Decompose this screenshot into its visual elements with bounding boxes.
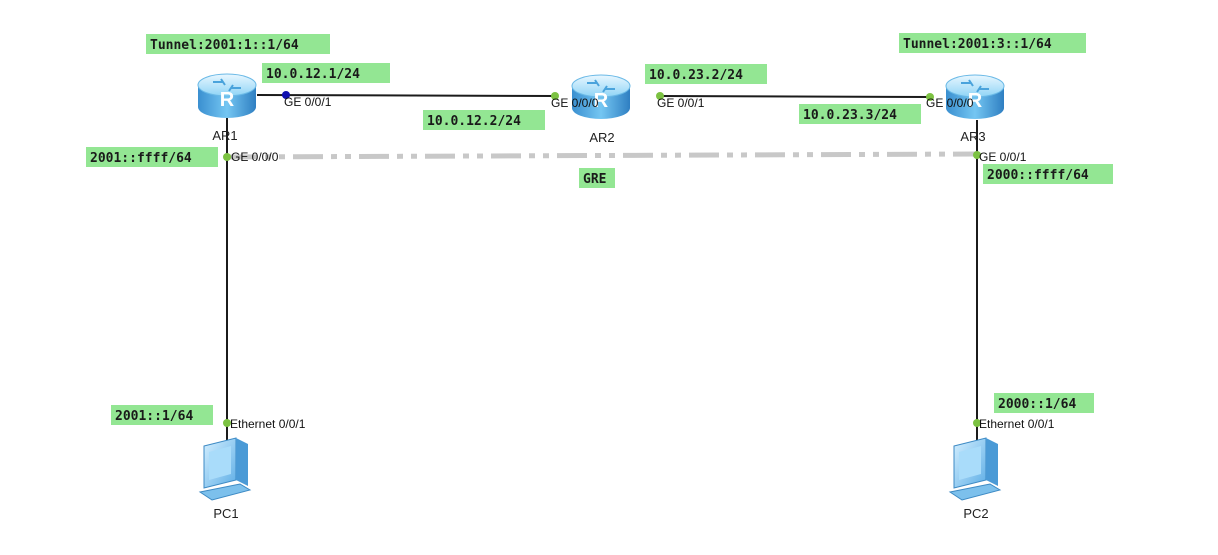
tag-text: 10.0.12.2/24 [427, 114, 521, 129]
tag-ar1-ge001-ip: 10.0.12.1/24 [262, 63, 390, 83]
pc-icon [199, 437, 251, 501]
port-label-ar1-ge001: GE 0/0/1 [284, 95, 332, 109]
port-dot-pc1-eth [223, 419, 231, 427]
tag-text: 10.0.23.3/24 [803, 108, 897, 123]
tag-text: 2000::ffff/64 [987, 168, 1089, 183]
port-dot-ar3-ge000 [926, 93, 934, 101]
tag-text: 2001::ffff/64 [90, 151, 192, 166]
device-name-ar2: AR2 [589, 130, 614, 145]
port-label-pc1-eth: Ethernet 0/0/1 [230, 417, 306, 431]
pc-pc2[interactable]: PC2 [949, 437, 1001, 521]
link-ar2-ar3[interactable] [658, 95, 931, 98]
router-icon [197, 73, 257, 119]
device-name-ar1: AR1 [212, 128, 237, 143]
tag-text: 10.0.23.2/24 [649, 68, 743, 83]
tag-ar3-ge001-ip: 2000::ffff/64 [983, 164, 1113, 184]
tag-text: GRE [583, 172, 606, 187]
router-ar3[interactable]: AR3 [945, 74, 1005, 144]
port-dot-ar2-ge001 [656, 92, 664, 100]
port-dot-ar2-ge000 [551, 92, 559, 100]
tag-ar3-tunnel: Tunnel:2001:3::1/64 [899, 33, 1086, 53]
tag-ar2-ge001-ip: 10.0.23.2/24 [645, 64, 767, 84]
tag-ar1-tunnel: Tunnel:2001:1::1/64 [146, 34, 330, 54]
tag-text: 10.0.12.1/24 [266, 67, 360, 82]
pc-icon [949, 437, 1001, 501]
gre-tunnel-line [226, 151, 978, 160]
tag-text: Tunnel:2001:1::1/64 [150, 38, 299, 53]
port-label-ar3-ge000: GE 0/0/0 [926, 96, 974, 110]
device-name-pc2: PC2 [963, 506, 988, 521]
tag-pc2-ip: 2000::1/64 [994, 393, 1094, 413]
port-label-pc2-eth: Ethernet 0/0/1 [979, 417, 1055, 431]
tag-ar1-ge000-ip: 2001::ffff/64 [86, 147, 218, 167]
port-dot-ar1-ge001 [282, 91, 290, 99]
device-name-ar3: AR3 [960, 129, 985, 144]
port-dot-ar1-ge000 [223, 153, 231, 161]
port-dot-ar3-ge001 [973, 151, 981, 159]
tag-pc1-ip: 2001::1/64 [111, 405, 213, 425]
tag-text: 2001::1/64 [115, 409, 193, 424]
link-ar1-ar2[interactable] [256, 94, 557, 97]
router-ar1[interactable]: AR1 [197, 73, 257, 143]
tag-ar2-ge000-ip: 10.0.12.2/24 [423, 110, 545, 130]
port-label-ar2-ge000: GE 0/0/0 [551, 96, 599, 110]
tag-text: 2000::1/64 [998, 397, 1076, 412]
port-label-ar3-ge001: GE 0/0/1 [979, 150, 1027, 164]
pc-pc1[interactable]: PC1 [199, 437, 251, 521]
port-dot-pc2-eth [973, 419, 981, 427]
tag-ar3-ge000-ip: 10.0.23.3/24 [799, 104, 921, 124]
router-ar2[interactable]: AR2 [571, 74, 631, 145]
tag-text: Tunnel:2001:3::1/64 [903, 37, 1052, 52]
port-label-ar1-ge000: GE 0/0/0 [231, 150, 279, 164]
device-name-pc1: PC1 [213, 506, 238, 521]
port-label-ar2-ge001: GE 0/0/1 [657, 96, 705, 110]
tag-gre: GRE [579, 168, 615, 188]
